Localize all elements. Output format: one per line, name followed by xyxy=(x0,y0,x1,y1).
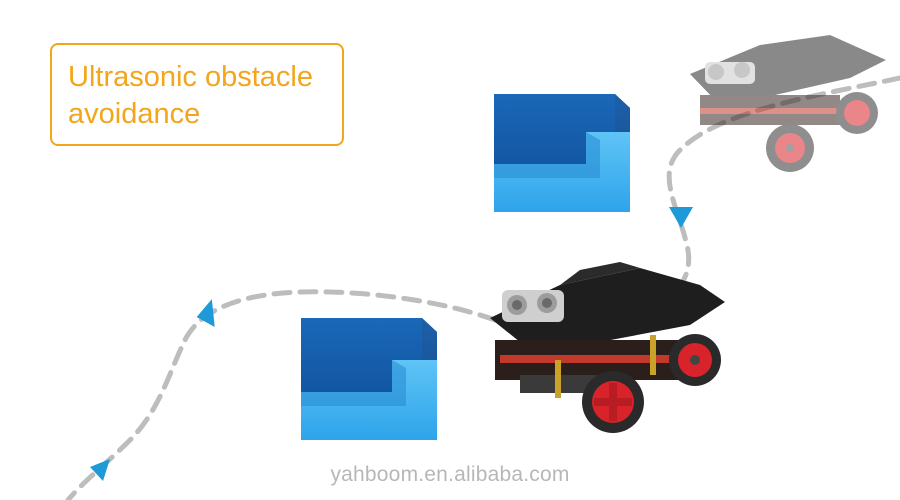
triangle-arrow-icon xyxy=(196,299,215,328)
watermark-text: yahboom.en.alibaba.com xyxy=(330,463,570,486)
ultrasonic-sensor-icon xyxy=(502,290,564,322)
triangle-arrow-icon xyxy=(669,207,693,228)
wheel-icon xyxy=(669,334,721,386)
robot-car-main xyxy=(490,262,725,433)
feature-title-line-2: avoidance xyxy=(68,98,201,130)
feature-title-box: Ultrasonic obstacle avoidance xyxy=(50,43,344,146)
triangle-arrow-icon xyxy=(90,459,110,481)
obstacle-cube-lower xyxy=(301,318,437,440)
obstacle-cube-upper xyxy=(494,94,630,212)
wheel-icon xyxy=(582,371,644,433)
robot-car-faded xyxy=(690,35,886,172)
feature-title-line-1: Ultrasonic obstacle xyxy=(68,61,313,93)
